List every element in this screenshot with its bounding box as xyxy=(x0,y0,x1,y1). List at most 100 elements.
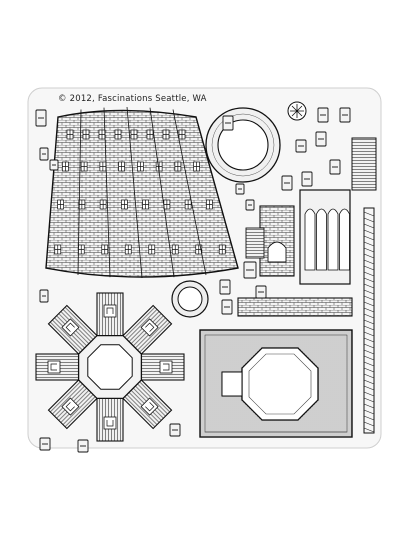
ladder-rung xyxy=(363,289,375,295)
ladder-rung xyxy=(363,241,375,247)
window-frame xyxy=(179,130,185,139)
ladder-rung xyxy=(363,373,375,379)
gear-symbol-icon xyxy=(287,101,307,121)
star-arm xyxy=(119,376,173,430)
ladder-rung xyxy=(363,361,375,367)
ladder-rung xyxy=(363,307,375,313)
window-frame xyxy=(99,162,106,171)
arm-glyph xyxy=(163,363,170,371)
window-frame xyxy=(206,200,213,209)
ladder-rung xyxy=(363,223,375,229)
arm-window xyxy=(159,360,173,374)
brick-strip xyxy=(237,297,353,317)
ladder-rung xyxy=(363,277,375,283)
ladder-rung xyxy=(363,349,375,355)
arch xyxy=(304,208,316,271)
arm-window xyxy=(140,397,159,416)
window-frame xyxy=(78,245,85,254)
ladder-rung xyxy=(363,313,375,319)
ladder-rung xyxy=(363,403,375,409)
window-frame xyxy=(83,130,89,139)
gate-building xyxy=(245,205,295,277)
window-frame xyxy=(219,245,226,254)
window-frame xyxy=(115,130,121,139)
arm-window xyxy=(103,304,117,318)
ladder-rung xyxy=(363,265,375,271)
octagon-star-base xyxy=(35,292,185,442)
arm-window xyxy=(140,318,159,337)
window-frame xyxy=(172,245,179,254)
textured-block xyxy=(351,137,377,191)
ladder-strip xyxy=(363,207,375,434)
ladder-rung xyxy=(363,271,375,277)
ladder-rung xyxy=(363,421,375,427)
arch xyxy=(316,208,327,271)
arched-wall-strip xyxy=(299,189,351,285)
window-frame xyxy=(193,162,200,171)
window-frame xyxy=(54,245,61,254)
arm-glyph xyxy=(106,420,114,427)
ladder-rung xyxy=(363,385,375,391)
window-frame xyxy=(100,200,107,209)
arm-glyph xyxy=(145,402,155,412)
curved-wall-panel xyxy=(45,106,239,279)
star-arm xyxy=(47,376,101,430)
window-frame xyxy=(163,200,170,209)
ladder-rung xyxy=(363,283,375,289)
window-frame xyxy=(148,245,155,254)
ladder-rung xyxy=(363,211,375,217)
window-frame xyxy=(125,245,132,254)
window-frame xyxy=(62,162,69,171)
ladder-rung xyxy=(363,391,375,397)
window-frame xyxy=(118,162,125,171)
star-arm xyxy=(119,304,173,358)
star-arm xyxy=(96,292,124,340)
wall-rib xyxy=(77,109,82,276)
arm-window xyxy=(61,318,80,337)
arm-window xyxy=(103,416,117,430)
ladder-rung xyxy=(363,415,375,421)
wall-rib xyxy=(126,106,143,279)
ladder-rung xyxy=(363,331,375,337)
arm-window xyxy=(47,360,61,374)
ladder-rung xyxy=(363,301,375,307)
ladder-rung xyxy=(363,367,375,373)
arch xyxy=(339,208,350,271)
wall-rib xyxy=(172,109,207,276)
window-frame xyxy=(142,200,149,209)
window-frame xyxy=(174,162,181,171)
small-ring xyxy=(171,280,209,318)
arm-panel xyxy=(137,353,185,381)
small-tabs xyxy=(35,107,351,453)
star-arm xyxy=(96,394,124,442)
star-arm xyxy=(137,353,185,381)
window-frame xyxy=(131,130,137,139)
wall-rib xyxy=(103,107,111,278)
ladder-rung xyxy=(363,319,375,325)
ladder-rung xyxy=(363,379,375,385)
window-frame xyxy=(78,200,85,209)
ladder-rung xyxy=(363,325,375,331)
star-arm xyxy=(35,353,83,381)
window-frame xyxy=(147,130,153,139)
round-ring xyxy=(205,107,281,183)
ladder-rung xyxy=(363,217,375,223)
ladder-rung xyxy=(363,397,375,403)
ladder-rung xyxy=(363,247,375,253)
ladder-rung xyxy=(363,343,375,349)
wall-rib xyxy=(149,107,175,278)
square-base-plate xyxy=(199,329,353,438)
arm-glyph xyxy=(65,322,75,332)
window-frame xyxy=(137,162,144,171)
window-frame xyxy=(99,130,105,139)
ladder-rung xyxy=(363,295,375,301)
arm-window xyxy=(61,397,80,416)
window-frame xyxy=(101,245,108,254)
window-frame xyxy=(81,162,88,171)
octagon-inner xyxy=(87,344,133,390)
window-frame xyxy=(67,130,73,139)
arm-glyph xyxy=(106,307,114,314)
ladder-rung xyxy=(363,259,375,265)
ladder-rung xyxy=(363,409,375,415)
